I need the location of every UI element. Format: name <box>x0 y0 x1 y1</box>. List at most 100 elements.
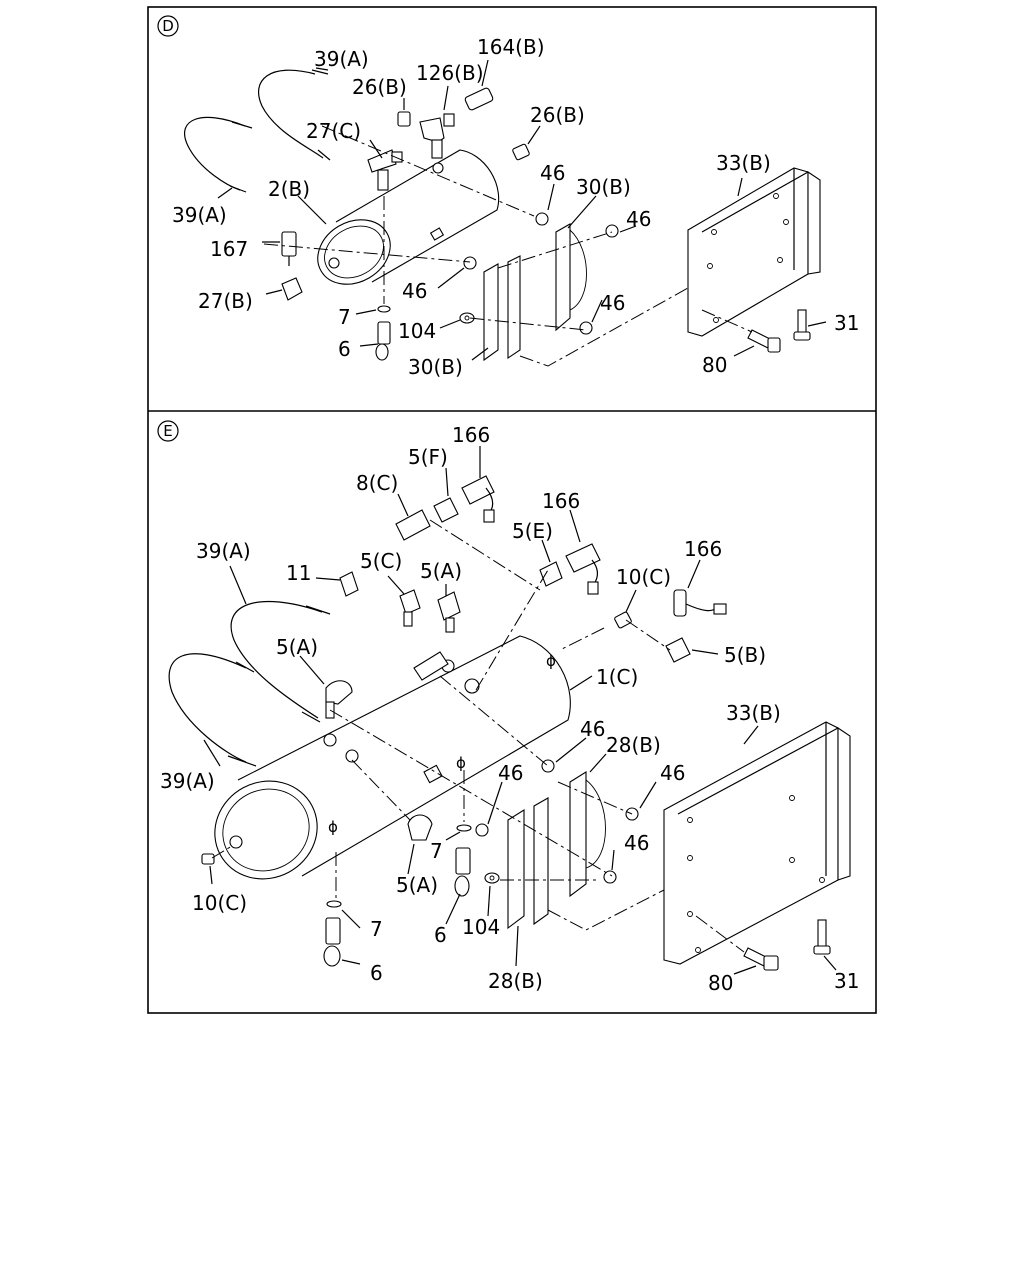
label-d-26b-right: 26(B) <box>530 103 585 127</box>
svg-text:E: E <box>163 422 172 440</box>
bolt-31 <box>813 919 831 955</box>
label-d-31: 31 <box>834 311 859 335</box>
fitting-27b <box>281 277 303 301</box>
bolt-31 <box>793 309 811 341</box>
label-d-104: 104 <box>398 319 436 343</box>
tube-39a-lower <box>168 653 257 767</box>
label-e-166-mid: 166 <box>542 489 580 513</box>
label-e-5a-left: 5(A) <box>276 635 318 659</box>
sensor-166-top <box>461 475 495 523</box>
label-e-39a-top: 39(A) <box>196 539 251 563</box>
strap-30b-rear <box>555 223 587 332</box>
label-e-6-upper: 6 <box>434 923 447 947</box>
elbow-5a-lower <box>407 814 433 841</box>
label-d-46-1: 46 <box>540 161 565 185</box>
air-tank-2b <box>317 149 500 285</box>
nut-46-group <box>345 749 639 884</box>
svg-text:ϕ: ϕ <box>328 818 338 836</box>
label-e-5c: 5(C) <box>360 549 402 573</box>
label-d-33b: 33(B) <box>716 151 771 175</box>
label-d-30b-top: 30(B) <box>576 175 631 199</box>
label-e-28b-top: 28(B) <box>606 733 661 757</box>
strap-28b-front <box>507 797 549 930</box>
svg-text:D: D <box>162 17 174 35</box>
label-e-46-4: 46 <box>624 831 649 855</box>
bracket-33b <box>687 167 821 337</box>
label-e-28b-bot: 28(B) <box>488 969 543 993</box>
label-d-27c: 27(C) <box>306 119 361 143</box>
drain-cock-6-group <box>323 847 471 967</box>
washer-7 <box>377 305 391 313</box>
bracket-33b <box>663 721 851 965</box>
bolt-80 <box>743 947 779 971</box>
label-e-7-lower: 7 <box>370 917 383 941</box>
tube-39a-upper <box>257 69 331 161</box>
label-d-7: 7 <box>338 305 351 329</box>
fitting-5e <box>539 561 563 587</box>
adapter-8c <box>395 509 431 541</box>
label-e-166-top: 166 <box>452 423 490 447</box>
label-e-8c: 8(C) <box>356 471 398 495</box>
label-d-27b: 27(B) <box>198 289 253 313</box>
label-d-126b: 126(B) <box>416 61 484 85</box>
section-d: D <box>157 15 859 379</box>
fitting-5c <box>399 589 421 627</box>
sensor-166-right <box>673 589 727 617</box>
label-d-39a-top: 39(A) <box>314 47 369 71</box>
label-d-80: 80 <box>702 353 727 377</box>
elbow-5a-left <box>325 680 353 719</box>
label-e-39a-left: 39(A) <box>160 769 215 793</box>
tube-39a-lower <box>183 116 253 193</box>
label-e-5b: 5(B) <box>724 643 766 667</box>
bolt-80 <box>747 329 781 353</box>
strap-28b-rear <box>569 771 606 898</box>
elbow-126b <box>419 113 455 159</box>
label-e-1c: 1(C) <box>596 665 638 689</box>
label-e-166-right: 166 <box>684 537 722 561</box>
label-e-46-2: 46 <box>498 761 523 785</box>
plug-26b-upper <box>397 111 411 127</box>
label-e-31: 31 <box>834 969 859 993</box>
tee-bracket <box>413 651 449 681</box>
section-e: E ϕ ϕ ϕ <box>157 420 859 995</box>
section-d-marker: D <box>157 15 179 37</box>
plug-11 <box>339 571 359 597</box>
svg-text:ϕ: ϕ <box>456 754 466 772</box>
label-e-80: 80 <box>708 971 733 995</box>
label-e-46-1: 46 <box>580 717 605 741</box>
fitting-5f <box>433 497 459 523</box>
label-e-104: 104 <box>462 915 500 939</box>
label-d-46-3: 46 <box>402 279 427 303</box>
label-d-46-4: 46 <box>600 291 625 315</box>
label-e-10c-lower: 10(C) <box>192 891 247 915</box>
label-e-5e: 5(E) <box>512 519 553 543</box>
svg-text:ϕ: ϕ <box>546 652 556 670</box>
fitting-5b <box>665 637 691 663</box>
air-tank-1c: ϕ ϕ ϕ <box>214 635 571 880</box>
label-d-2b: 2(B) <box>268 177 310 201</box>
sensor-166-mid <box>565 543 601 595</box>
label-d-167: 167 <box>210 237 248 261</box>
label-d-164b: 164(B) <box>477 35 545 59</box>
diagram-frame <box>147 6 877 1014</box>
label-d-46-2: 46 <box>626 207 651 231</box>
label-d-26b-upper: 26(B) <box>352 75 407 99</box>
section-e-marker: E <box>157 420 179 442</box>
plug-10c-lower <box>201 853 215 865</box>
fitting-27c <box>367 149 403 191</box>
label-e-6-lower: 6 <box>370 961 383 985</box>
label-e-5a-upper: 5(A) <box>420 559 462 583</box>
label-d-6: 6 <box>338 337 351 361</box>
label-e-46-3: 46 <box>660 761 685 785</box>
valve-164b <box>464 87 494 111</box>
label-e-5f: 5(F) <box>408 445 448 469</box>
label-d-30b-bot: 30(B) <box>408 355 463 379</box>
label-e-33b: 33(B) <box>726 701 781 725</box>
plug-10c-upper <box>614 611 632 629</box>
nut-46-group <box>463 212 619 335</box>
label-e-10c-upper: 10(C) <box>616 565 671 589</box>
washer-7-group <box>326 824 472 908</box>
washer-104 <box>484 872 500 884</box>
strap-30b-front <box>483 255 521 362</box>
